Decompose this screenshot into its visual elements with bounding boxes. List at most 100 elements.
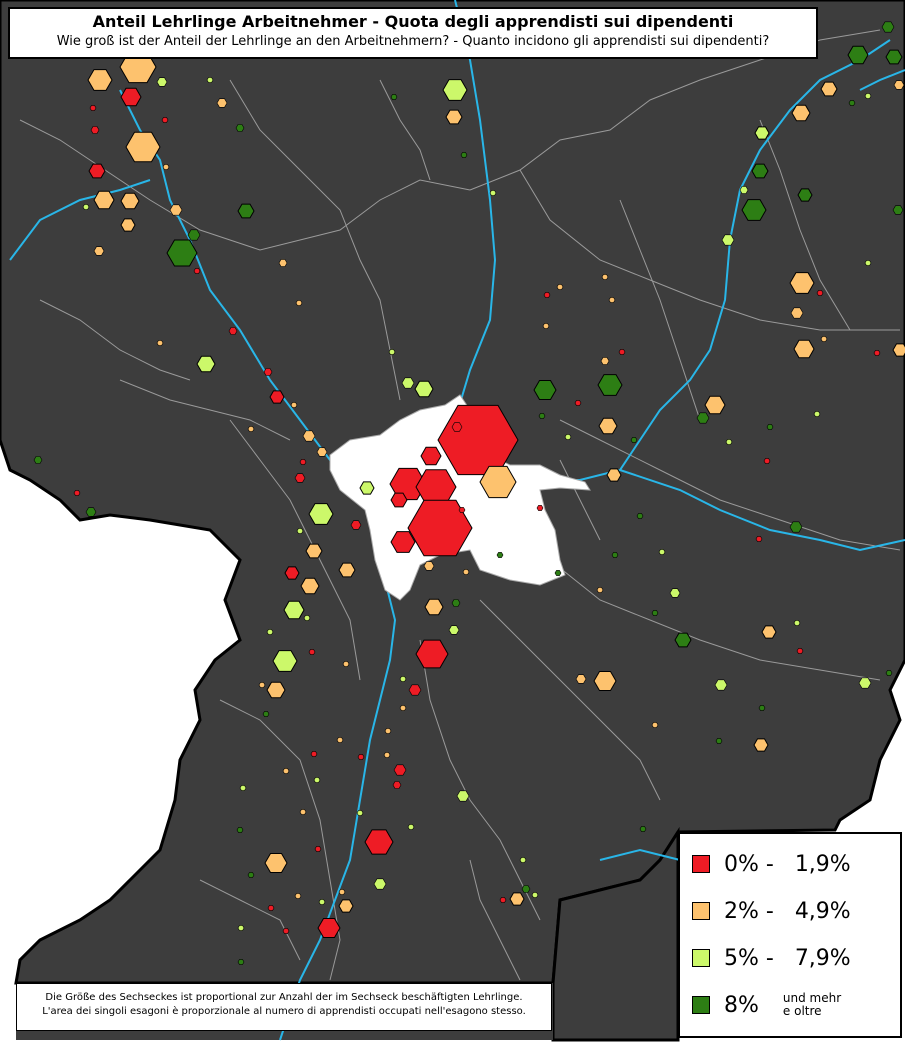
hexagon-lightgreen xyxy=(864,260,872,266)
hexagon-green xyxy=(597,374,623,396)
hexagon-red xyxy=(299,459,307,465)
map-title: Anteil Lehrlinge Arbeitnehmer - Quota de… xyxy=(92,12,734,31)
hexagon-green xyxy=(847,45,869,65)
hexagon-red xyxy=(408,684,422,696)
hexagon-red xyxy=(73,490,81,496)
hexagon-orange xyxy=(509,892,525,906)
hexagon-lightgreen xyxy=(858,677,872,689)
hexagon-orange xyxy=(316,447,328,457)
hexagon-green xyxy=(758,705,766,711)
hexagon-lightgreen xyxy=(399,676,407,682)
hexagon-orange xyxy=(575,674,587,684)
hexagon-red xyxy=(415,639,449,669)
hexagon-orange xyxy=(216,98,228,108)
hexagon-lightgreen xyxy=(373,878,387,890)
hexagon-red xyxy=(393,764,407,776)
hexagon-orange xyxy=(125,131,161,163)
hexagon-orange xyxy=(384,728,392,734)
hexagon-green xyxy=(521,885,531,893)
hexagon-orange xyxy=(295,300,303,306)
hexagon-orange xyxy=(761,625,777,639)
note-it: L'area dei singoli esagoni è proporziona… xyxy=(42,1006,526,1017)
hexagon-red xyxy=(357,754,365,760)
hexagon-green xyxy=(166,239,198,267)
hexagon-orange xyxy=(790,307,804,319)
hexagon-red xyxy=(90,126,100,134)
legend: 0% - 1,9% 2% - 4,9% 5% - 7,9% 8% und meh… xyxy=(678,832,902,1038)
hexagon-red xyxy=(873,350,881,356)
hexagon-red xyxy=(755,536,763,542)
hexagon-orange xyxy=(601,274,609,280)
hexagon-orange xyxy=(93,190,115,210)
legend-item-red: 0% - 1,9% xyxy=(692,846,851,882)
map-subtitle: Wie groß ist der Anteil der Lehrlinge an… xyxy=(56,34,770,49)
legend-label: 5% - 7,9% xyxy=(724,945,851,971)
hexagon-lightgreen xyxy=(489,190,497,196)
hexagon-lightgreen xyxy=(864,93,872,99)
hexagon-green xyxy=(636,513,644,519)
hexagon-green xyxy=(533,380,557,400)
note-de: Die Größe des Sechseckes ist proportiona… xyxy=(45,992,523,1003)
hexagon-orange xyxy=(445,109,463,125)
hexagon-lightgreen xyxy=(754,126,770,140)
hexagon-red xyxy=(284,566,300,580)
legend-item-orange: 2% - 4,9% xyxy=(692,893,851,929)
hexagon-orange xyxy=(278,259,288,267)
hexagon-lightgreen xyxy=(714,679,728,691)
hexagon-orange xyxy=(247,426,255,432)
hexagon-lightgreen xyxy=(725,439,733,445)
hexagon-lightgreen xyxy=(272,650,298,672)
hexagon-lightgreen xyxy=(442,79,468,101)
hexagon-green xyxy=(460,152,468,158)
hexagon-red xyxy=(451,422,463,432)
hexagon-orange xyxy=(479,465,517,499)
hexagon-orange xyxy=(600,357,610,365)
hexagon-orange xyxy=(120,192,140,210)
hexagon-red xyxy=(310,751,318,757)
hexagon-red xyxy=(269,390,285,404)
hexagon-red xyxy=(392,781,402,789)
hexagon-orange xyxy=(120,218,136,232)
hexagon-orange xyxy=(608,297,616,303)
hexagon-green xyxy=(789,521,803,533)
hexagon-orange xyxy=(893,80,905,90)
hexagon-orange xyxy=(704,395,726,415)
hexagon-green xyxy=(881,21,895,33)
hexagon-lightgreen xyxy=(448,625,460,635)
hexagon-red xyxy=(294,473,306,483)
hexagon-orange xyxy=(342,661,350,667)
hexagon-lightgreen xyxy=(283,600,305,620)
hexagon-orange xyxy=(162,164,170,170)
hexagon-orange xyxy=(753,738,769,752)
hexagon-orange xyxy=(542,323,550,329)
hexagon-red xyxy=(193,268,201,274)
hexagon-green xyxy=(235,124,245,132)
hexagon-lightgreen xyxy=(531,892,539,898)
hexagon-orange xyxy=(399,705,407,711)
hexagon-green xyxy=(766,424,774,430)
hexagon-green xyxy=(715,738,723,744)
hexagon-red xyxy=(350,520,362,530)
hexagon-orange xyxy=(302,430,316,442)
hexagon-green xyxy=(848,100,856,106)
hexagon-red xyxy=(543,292,551,298)
hexagon-red xyxy=(407,499,473,557)
hexagon-green xyxy=(237,203,255,219)
hexagon-orange xyxy=(424,598,444,616)
hexagon-green xyxy=(187,229,201,241)
size-note: Die Größe des Sechseckes ist proportiona… xyxy=(16,983,552,1031)
hexagon-green xyxy=(390,94,398,100)
legend-swatch-lightgreen xyxy=(692,949,710,967)
hexagon-orange xyxy=(820,336,828,342)
hexagon-lightgreen xyxy=(356,810,364,816)
hexagon-lightgreen xyxy=(669,588,681,598)
hexagon-orange xyxy=(791,104,811,122)
hexagon-lightgreen xyxy=(456,790,470,802)
hexagon-lightgreen xyxy=(303,615,311,621)
hexagon-red xyxy=(88,163,106,179)
hexagon-lightgreen xyxy=(196,355,216,373)
hexagon-green xyxy=(797,188,813,202)
district-lines xyxy=(19,29,901,981)
hexagon-red xyxy=(796,648,804,654)
hexagon-green xyxy=(741,199,767,221)
